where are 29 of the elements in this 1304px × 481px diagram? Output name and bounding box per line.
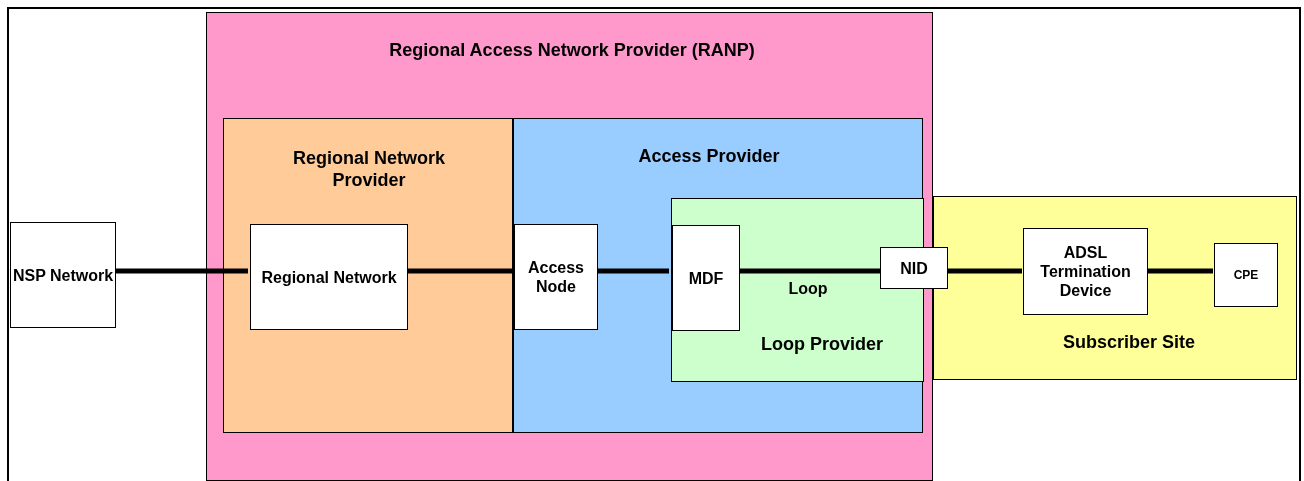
region-title: Access Provider xyxy=(637,145,781,167)
region-title: Regional Access Network Provider (RANP) xyxy=(388,39,756,61)
region-panel xyxy=(223,118,513,433)
component-box xyxy=(1023,228,1148,315)
connection-line xyxy=(116,268,248,274)
component-label: CPE xyxy=(1233,266,1259,284)
component-label: MDF xyxy=(688,268,724,288)
connection-line xyxy=(737,268,880,274)
component-label: Regional Network xyxy=(261,267,397,287)
component-box xyxy=(1214,243,1278,307)
component-box xyxy=(250,224,408,330)
edge-label: Loop xyxy=(786,280,830,298)
connection-line xyxy=(406,268,512,274)
component-label: NSP Network xyxy=(12,265,114,285)
component-box xyxy=(672,225,740,331)
component-box xyxy=(514,224,598,330)
component-box xyxy=(10,222,116,328)
region-title: Regional Network Provider xyxy=(292,147,446,191)
region-panel xyxy=(206,12,933,481)
component-label: NID xyxy=(900,258,928,278)
region-title: Subscriber Site xyxy=(1061,331,1196,353)
connection-line xyxy=(596,268,669,274)
region-title: Loop Provider xyxy=(760,333,884,355)
component-label: Access Node xyxy=(526,258,585,296)
connection-line xyxy=(948,268,1022,274)
connection-line xyxy=(1147,268,1213,274)
region-panel xyxy=(933,196,1297,380)
component-label: ADSL Termination Device xyxy=(1039,243,1132,300)
component-box xyxy=(880,247,948,289)
